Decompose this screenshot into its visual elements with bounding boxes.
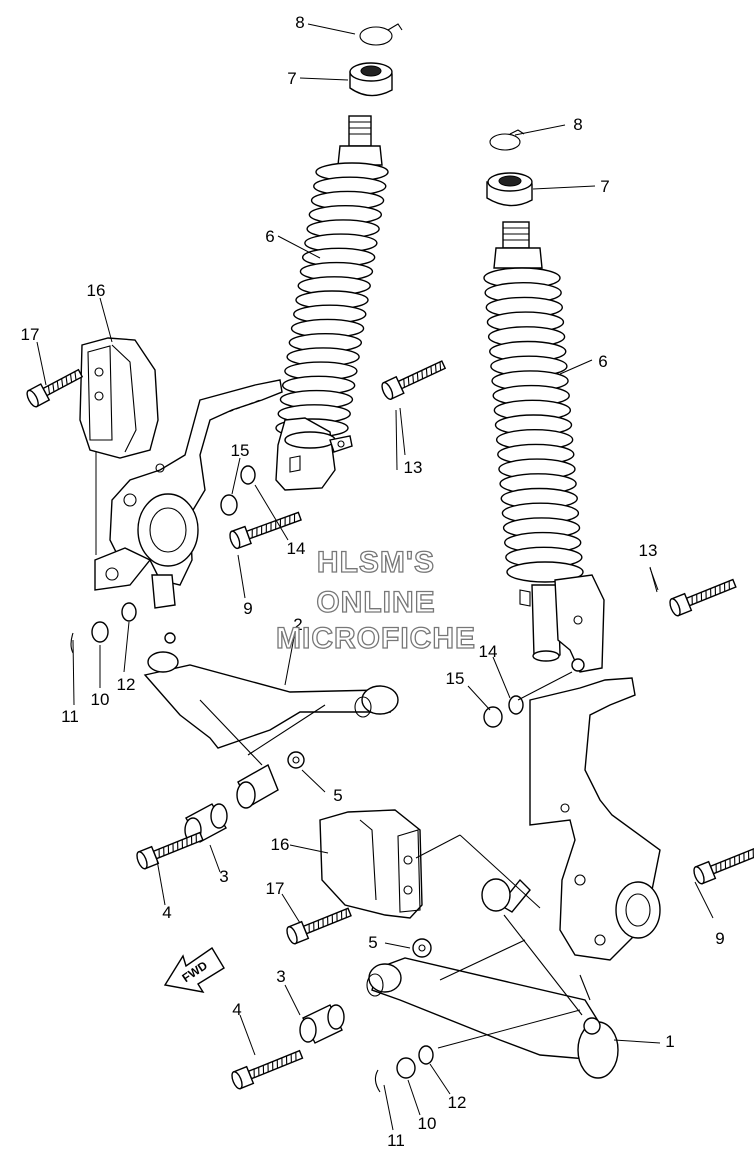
callout-numbers: 8761617151413921011125438761314159161753… — [21, 13, 725, 1150]
bolt — [669, 578, 737, 617]
hardware-bolts — [26, 360, 754, 1090]
callout-number: 5 — [333, 786, 342, 805]
callout-number: 14 — [287, 539, 306, 558]
callout-number: 3 — [219, 867, 228, 886]
callout-number: 12 — [117, 675, 136, 694]
left-shock-spring — [275, 162, 389, 438]
callout-number: 9 — [715, 929, 724, 948]
callout-number: 2 — [293, 615, 302, 634]
small-hardware — [70, 465, 581, 1093]
left-shock-assembly — [275, 23, 403, 491]
callout-number: 13 — [639, 541, 658, 560]
left-knuckle — [94, 379, 283, 609]
callout-number: 12 — [448, 1093, 467, 1112]
callout-number: 8 — [295, 13, 304, 32]
callout-number: 9 — [243, 599, 252, 618]
right-shock-top — [493, 221, 543, 269]
lower-a-arm — [299, 878, 619, 1079]
callout-number: 8 — [573, 115, 582, 134]
nut-right — [486, 172, 533, 207]
right-shock-body — [519, 574, 605, 673]
callout-number: 4 — [162, 903, 171, 922]
bolt — [26, 368, 84, 408]
fwd-arrow-icon: FWD — [163, 946, 225, 993]
callout-number: 1 — [665, 1032, 674, 1051]
callout-number: 7 — [600, 177, 609, 196]
callout-number: 17 — [21, 325, 40, 344]
callout-number: 14 — [479, 642, 498, 661]
callout-leaders — [36, 23, 714, 1131]
right-guard — [319, 809, 423, 919]
callout-number: 13 — [404, 458, 423, 477]
callout-number: 11 — [61, 707, 79, 726]
upper-a-arm — [143, 632, 399, 843]
callout-number: 4 — [232, 1000, 241, 1019]
callout-number: 17 — [266, 879, 285, 898]
left-guard — [79, 337, 159, 459]
right-knuckle — [529, 677, 661, 1001]
callout-number: 16 — [271, 835, 290, 854]
callout-number: 15 — [231, 441, 250, 460]
bolt — [229, 511, 302, 550]
callout-number: 6 — [265, 227, 274, 246]
bolt — [693, 847, 754, 885]
right-shock-assembly — [483, 129, 605, 673]
watermark-line-2: ONLINE — [316, 586, 435, 619]
circlip-left — [359, 23, 403, 46]
watermark: HLSM'S ONLINE MICROFICHE — [275, 545, 476, 655]
watermark-line-1: HLSM'S — [317, 546, 435, 579]
callout-number: 10 — [418, 1114, 437, 1133]
circlip-right — [489, 129, 525, 151]
bolt — [136, 831, 204, 870]
bolt — [381, 360, 447, 401]
callout-number: 15 — [446, 669, 465, 688]
right-shock-spring — [483, 267, 584, 583]
nut-left — [349, 62, 393, 97]
bolt — [231, 1049, 304, 1090]
callout-number: 16 — [87, 281, 106, 300]
callout-number: 7 — [287, 69, 296, 88]
callout-number: 5 — [368, 933, 377, 952]
bolt — [286, 907, 352, 945]
callout-number: 3 — [276, 967, 285, 986]
callout-number: 10 — [91, 690, 110, 709]
watermark-line-3: MICROFICHE — [276, 622, 476, 655]
left-shock-body — [275, 417, 353, 491]
callout-number: 11 — [387, 1131, 405, 1150]
callout-number: 6 — [598, 352, 607, 371]
left-shock-top — [337, 115, 383, 166]
spring-coil — [506, 561, 584, 583]
